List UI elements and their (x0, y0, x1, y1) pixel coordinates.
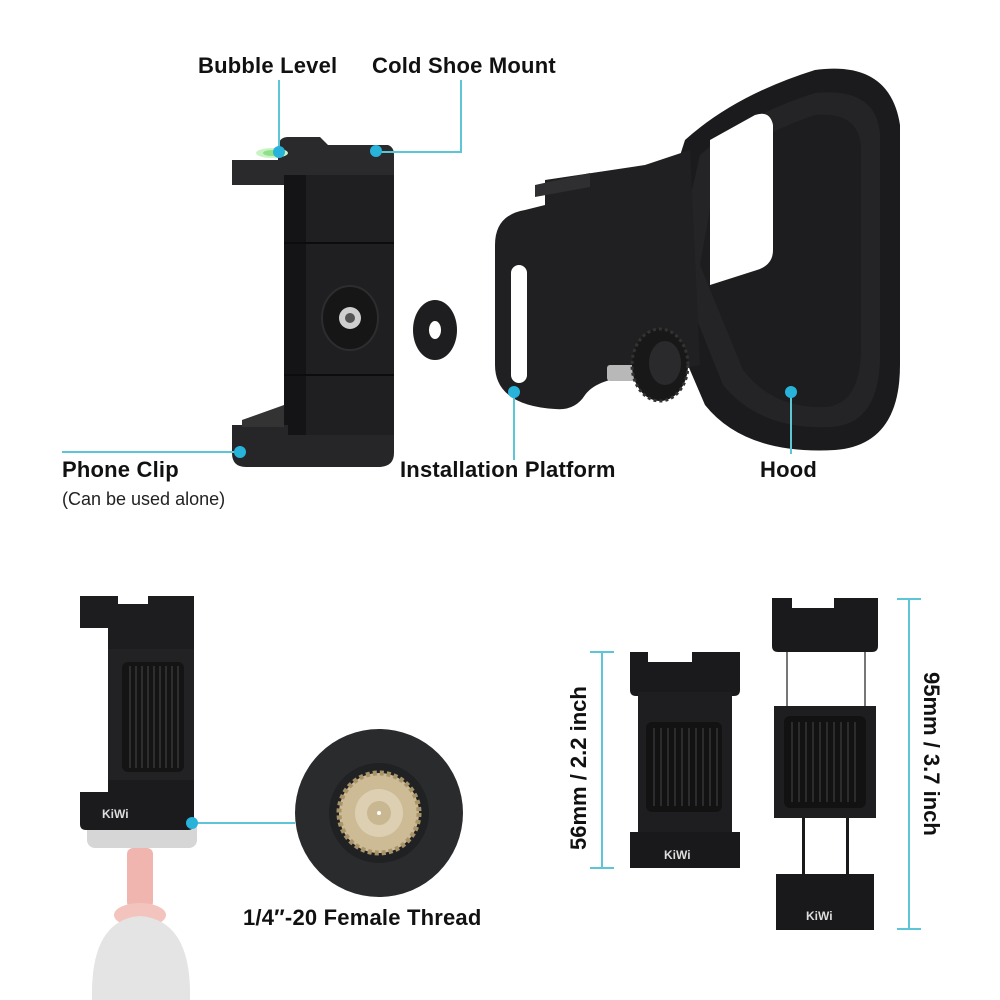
extended-dimension-cap-bottom (897, 928, 921, 930)
cold-shoe-leader-v (460, 80, 462, 152)
phone-clip-marker (234, 446, 246, 458)
extended-dimension-bar (908, 599, 910, 929)
closed-dimension-cap-bottom (590, 867, 614, 869)
installation-platform-marker (508, 386, 520, 398)
closed-clip-image: KiWi (630, 652, 740, 868)
installation-platform-label: Installation Platform (400, 457, 616, 482)
hood-leader (790, 392, 792, 454)
phone-clip-label: Phone Clip (62, 457, 179, 482)
tripod-ballhead-image (87, 820, 197, 1000)
brand-logo: KiWi (664, 848, 691, 862)
cold-shoe-leader-h (378, 151, 462, 153)
extended-clip-image: KiWi (772, 598, 878, 930)
washer-image (413, 300, 457, 360)
brand-logo: KiWi (102, 807, 129, 821)
female-thread-leader (192, 822, 295, 824)
female-thread-closeup-image (295, 729, 463, 897)
closed-dimension-label: 56mm / 2.2 inch (566, 686, 591, 850)
bubble-level-marker (273, 146, 285, 158)
hood-assembly-image (495, 68, 900, 451)
mounted-phone-clip-image: KiWi (80, 596, 194, 830)
closed-dimension-cap-top (590, 651, 614, 653)
closed-dimension-bar (601, 652, 603, 868)
cold-shoe-mount-label: Cold Shoe Mount (372, 53, 556, 78)
hood-marker (785, 386, 797, 398)
female-thread-label: 1/4″-20 Female Thread (243, 905, 482, 930)
phone-clip-image (232, 137, 394, 467)
extended-dimension-label: 95mm / 3.7 inch (919, 672, 944, 836)
phone-clip-note: (Can be used alone) (62, 489, 226, 509)
cold-shoe-marker (370, 145, 382, 157)
phone-clip-leader (62, 451, 240, 453)
extended-dimension-cap-top (897, 598, 921, 600)
hood-label: Hood (760, 457, 818, 482)
female-thread-marker (186, 817, 198, 829)
bubble-level-label: Bubble Level (198, 53, 338, 78)
brand-logo: KiWi (806, 909, 833, 923)
installation-platform-leader (513, 392, 515, 460)
bubble-level-leader (278, 80, 280, 152)
